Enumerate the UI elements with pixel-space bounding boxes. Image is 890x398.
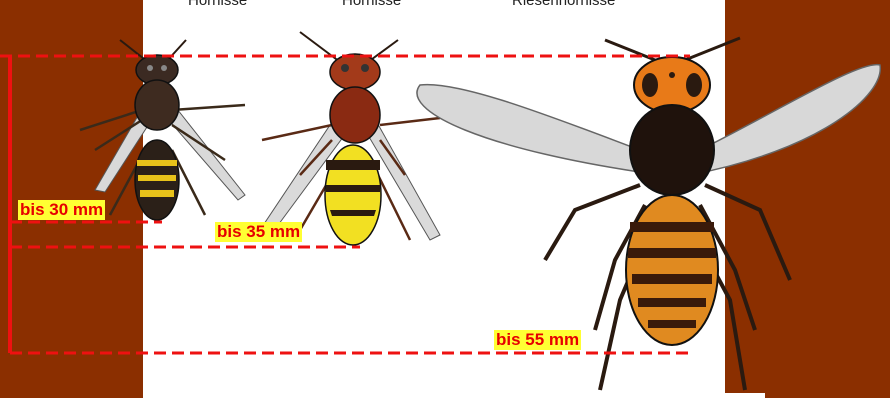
european-hornet-drawing-icon bbox=[260, 32, 440, 245]
giant-hornet-drawing-icon bbox=[417, 38, 880, 390]
size-label-35mm: bis 35 mm bbox=[215, 222, 302, 242]
size-label-30mm: bis 30 mm bbox=[18, 200, 105, 220]
asian-hornet-drawing-icon bbox=[80, 40, 245, 220]
size-label-55mm: bis 55 mm bbox=[494, 330, 581, 350]
